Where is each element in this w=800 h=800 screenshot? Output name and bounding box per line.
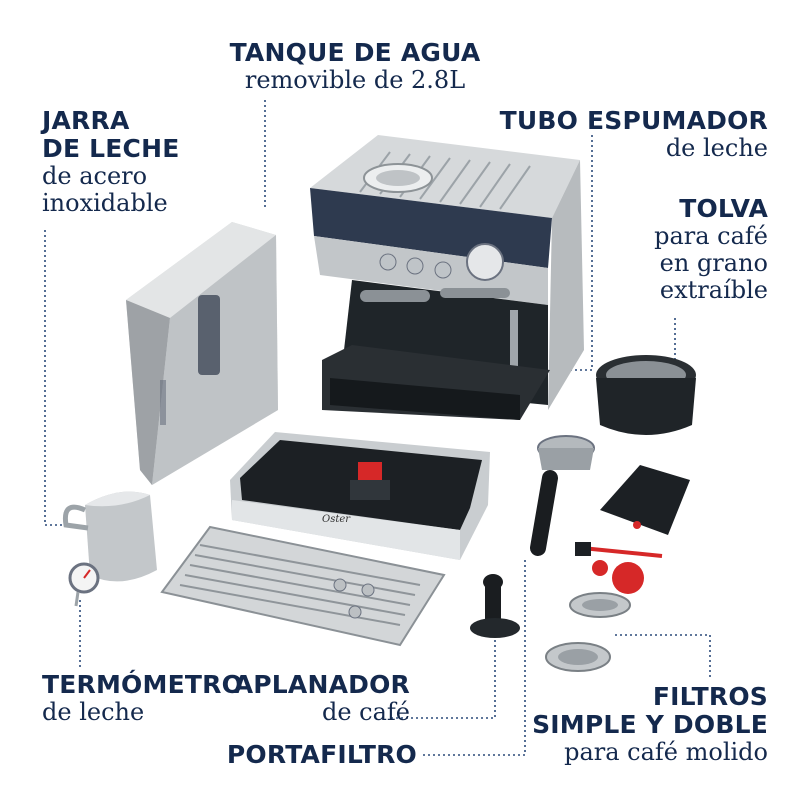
filtros-title-2: SIMPLE Y DOBLE [532,710,768,739]
label-filtros: FILTROS SIMPLE Y DOBLE para café molido [532,684,768,764]
tanque-title: TANQUE DE AGUA [229,38,481,67]
leader-filtros [615,634,711,680]
aplanador-subtitle: de café [321,698,410,726]
label-aplanador: APLANADOR de café [234,672,410,724]
label-termometro: TERMÓMETRO de leche [42,672,243,724]
drip-tray-image: Oster [230,432,490,560]
leader-portafiltro [422,560,526,756]
espresso-machine-image [310,135,584,420]
tolva-title: TOLVA [679,194,768,223]
filtros-subtitle: para café molido [564,738,768,766]
cleaning-tools-image [575,542,663,594]
water-tank-image [126,222,278,485]
filter-baskets-image [545,592,631,672]
thermometer-image [68,562,100,607]
tubo-title: TUBO ESPUMADOR [499,106,768,135]
tubo-subtitle: de leche [665,134,768,162]
jarra-title-1: JARRA [42,106,130,135]
milk-pitcher-image [62,491,157,582]
drip-grate-image [160,525,446,647]
termometro-title: TERMÓMETRO [42,670,244,699]
label-tanque: TANQUE DE AGUA removible de 2.8L [200,40,510,92]
label-portafiltro: PORTAFILTRO [227,742,417,767]
termometro-subtitle: de leche [42,698,145,726]
tolva-subtitle-2: en grano [659,249,768,277]
tamper-image [470,574,520,638]
filtros-title-1: FILTROS [652,682,768,711]
coffee-tray-image [600,465,690,535]
leader-jarra [44,230,78,526]
jarra-title-2: DE LECHE [42,134,180,163]
jarra-subtitle-1: de acero [42,162,148,190]
label-tubo: TUBO ESPUMADOR de leche [500,108,768,160]
label-jarra: JARRA DE LECHE de acero inoxidable [42,108,180,215]
portafiltro-title: PORTAFILTRO [226,740,417,769]
brand-logo: Oster [322,514,351,525]
tolva-subtitle-3: extraíble [659,276,768,304]
leader-aplanador [390,640,496,719]
jarra-subtitle-2: inoxidable [42,189,168,217]
portafilter-image [530,435,595,556]
aplanador-title: APLANADOR [233,670,410,699]
bean-hopper-image [596,355,696,435]
tanque-subtitle: removible de 2.8L [244,66,466,94]
tolva-subtitle-1: para café [654,222,768,250]
label-tolva: TOLVA para café en grano extraíble [654,196,768,302]
